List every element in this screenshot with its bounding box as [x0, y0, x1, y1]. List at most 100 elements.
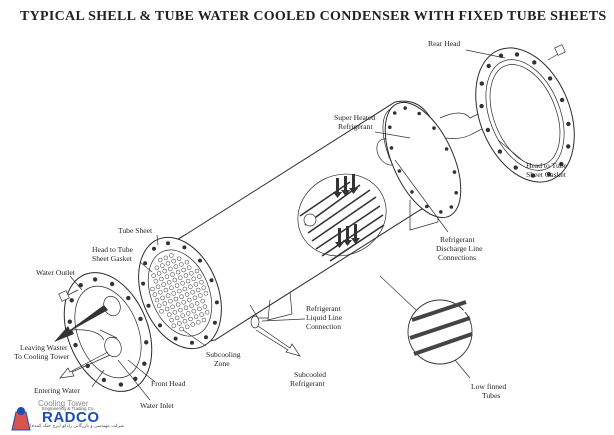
- label-head-to-tube-left-line1: Head to Tube: [92, 245, 134, 254]
- label-super-heated-line2: Refrigerant: [338, 122, 373, 131]
- bolt-hole: [142, 361, 147, 366]
- leader-lines: [69, 49, 523, 401]
- tube-end: [150, 286, 155, 292]
- bolt-hole: [532, 60, 537, 65]
- label-subcooled-line1: Subcooled: [294, 370, 326, 379]
- low-finned-tubes-detail: [379, 275, 473, 365]
- bolt-hole: [417, 111, 422, 116]
- bolt-hole: [212, 320, 217, 325]
- tube-end: [182, 318, 188, 324]
- tube-end: [174, 283, 180, 288]
- bolt-hole: [425, 204, 429, 209]
- tube-end: [183, 305, 189, 311]
- tube-end: [178, 307, 183, 313]
- bolt-hole: [432, 126, 436, 130]
- tube-end: [154, 265, 160, 271]
- tube-end: [169, 285, 174, 291]
- tube-end: [183, 273, 189, 278]
- label-low-finned-line1: Low finned: [471, 382, 506, 391]
- tube-end: [189, 303, 194, 308]
- bolt-hole: [410, 190, 414, 194]
- tube-end: [194, 268, 200, 274]
- tube-end: [195, 287, 201, 293]
- tube-end: [188, 284, 193, 289]
- tube-end: [156, 271, 162, 276]
- tube-end: [161, 282, 166, 287]
- bolt-hole: [67, 319, 73, 324]
- tube-end: [158, 290, 163, 295]
- tube-end: [169, 317, 174, 323]
- tube-end: [167, 312, 172, 317]
- tube-end: [197, 274, 202, 279]
- tube-end: [179, 326, 184, 332]
- bolt-hole: [73, 342, 78, 348]
- tube-end: [152, 292, 158, 297]
- tube-end: [181, 300, 186, 305]
- bolt-hole: [209, 278, 214, 283]
- bolt-hole: [559, 161, 564, 167]
- tube-end: [175, 302, 181, 307]
- tube-end: [199, 312, 204, 317]
- bolt-hole: [138, 316, 143, 322]
- tube-end: [172, 310, 178, 315]
- tube-end: [155, 284, 161, 290]
- bolt-hole: [403, 106, 408, 110]
- bolt-hole: [485, 127, 491, 133]
- bolt-hole: [547, 76, 553, 81]
- tube-end: [192, 295, 198, 301]
- tube-end: [185, 278, 191, 284]
- radco-logo: [0, 400, 120, 435]
- bolt-hole: [214, 300, 219, 305]
- bolt-hole: [182, 245, 187, 250]
- tube-end: [173, 264, 179, 269]
- bolt-hole: [449, 205, 454, 209]
- tube-end: [162, 301, 168, 306]
- bolt-hole: [190, 340, 194, 345]
- tube-end: [163, 255, 169, 261]
- tube-end: [174, 315, 180, 321]
- cooling-tower-logo-icon: [11, 407, 31, 431]
- logo-subtitle-top: Cooling Tower: [38, 399, 89, 408]
- bolt-hole: [392, 111, 397, 115]
- tube-end: [177, 321, 182, 326]
- entering-water-arrow: [59, 351, 111, 379]
- tube-end: [156, 303, 162, 308]
- tube-end: [168, 266, 173, 272]
- bolt-hole: [444, 147, 449, 151]
- tube-end: [184, 324, 190, 330]
- logo-farsi: شرکت مهندسی و بازرگانی رادکو (برج خنک کن…: [30, 424, 125, 429]
- tube-end: [164, 306, 170, 312]
- tube-end: [194, 301, 200, 306]
- tube-end: [172, 277, 178, 283]
- label-tube-sheet: Tube Sheet: [118, 226, 153, 235]
- bolt-hole: [497, 149, 503, 154]
- tube-end: [173, 296, 179, 302]
- tube-end: [154, 297, 160, 303]
- tube-end: [203, 291, 209, 296]
- tube-end: [182, 286, 188, 292]
- labels: Rear Head Super Heated Refrigerant Head …: [14, 39, 568, 410]
- label-refrigerant-liquid-line1: Refrigerant: [306, 304, 341, 313]
- label-entering-water-line1: Entering Water: [34, 386, 80, 395]
- tube-end: [163, 287, 169, 293]
- label-rear-head: Rear Head: [428, 39, 460, 48]
- tube-end: [153, 278, 159, 284]
- tube-end: [171, 291, 176, 296]
- bolt-hole: [152, 246, 156, 251]
- tube-end: [184, 292, 190, 297]
- front-tube-sheet: [138, 236, 222, 350]
- tube-end: [190, 289, 195, 295]
- tube-end: [159, 309, 164, 314]
- bolt-hole: [514, 52, 520, 57]
- tube-end: [189, 271, 194, 276]
- bolt-hole: [173, 336, 178, 341]
- label-refrigerant-discharge-line1: Refrigerant: [440, 235, 475, 244]
- tube-end: [196, 320, 201, 325]
- tube-end: [160, 263, 165, 268]
- bolt-hole: [144, 340, 149, 345]
- tube-end: [157, 257, 163, 263]
- tube-end: [179, 262, 184, 267]
- tube-end: [193, 282, 199, 287]
- tube-end: [164, 274, 170, 279]
